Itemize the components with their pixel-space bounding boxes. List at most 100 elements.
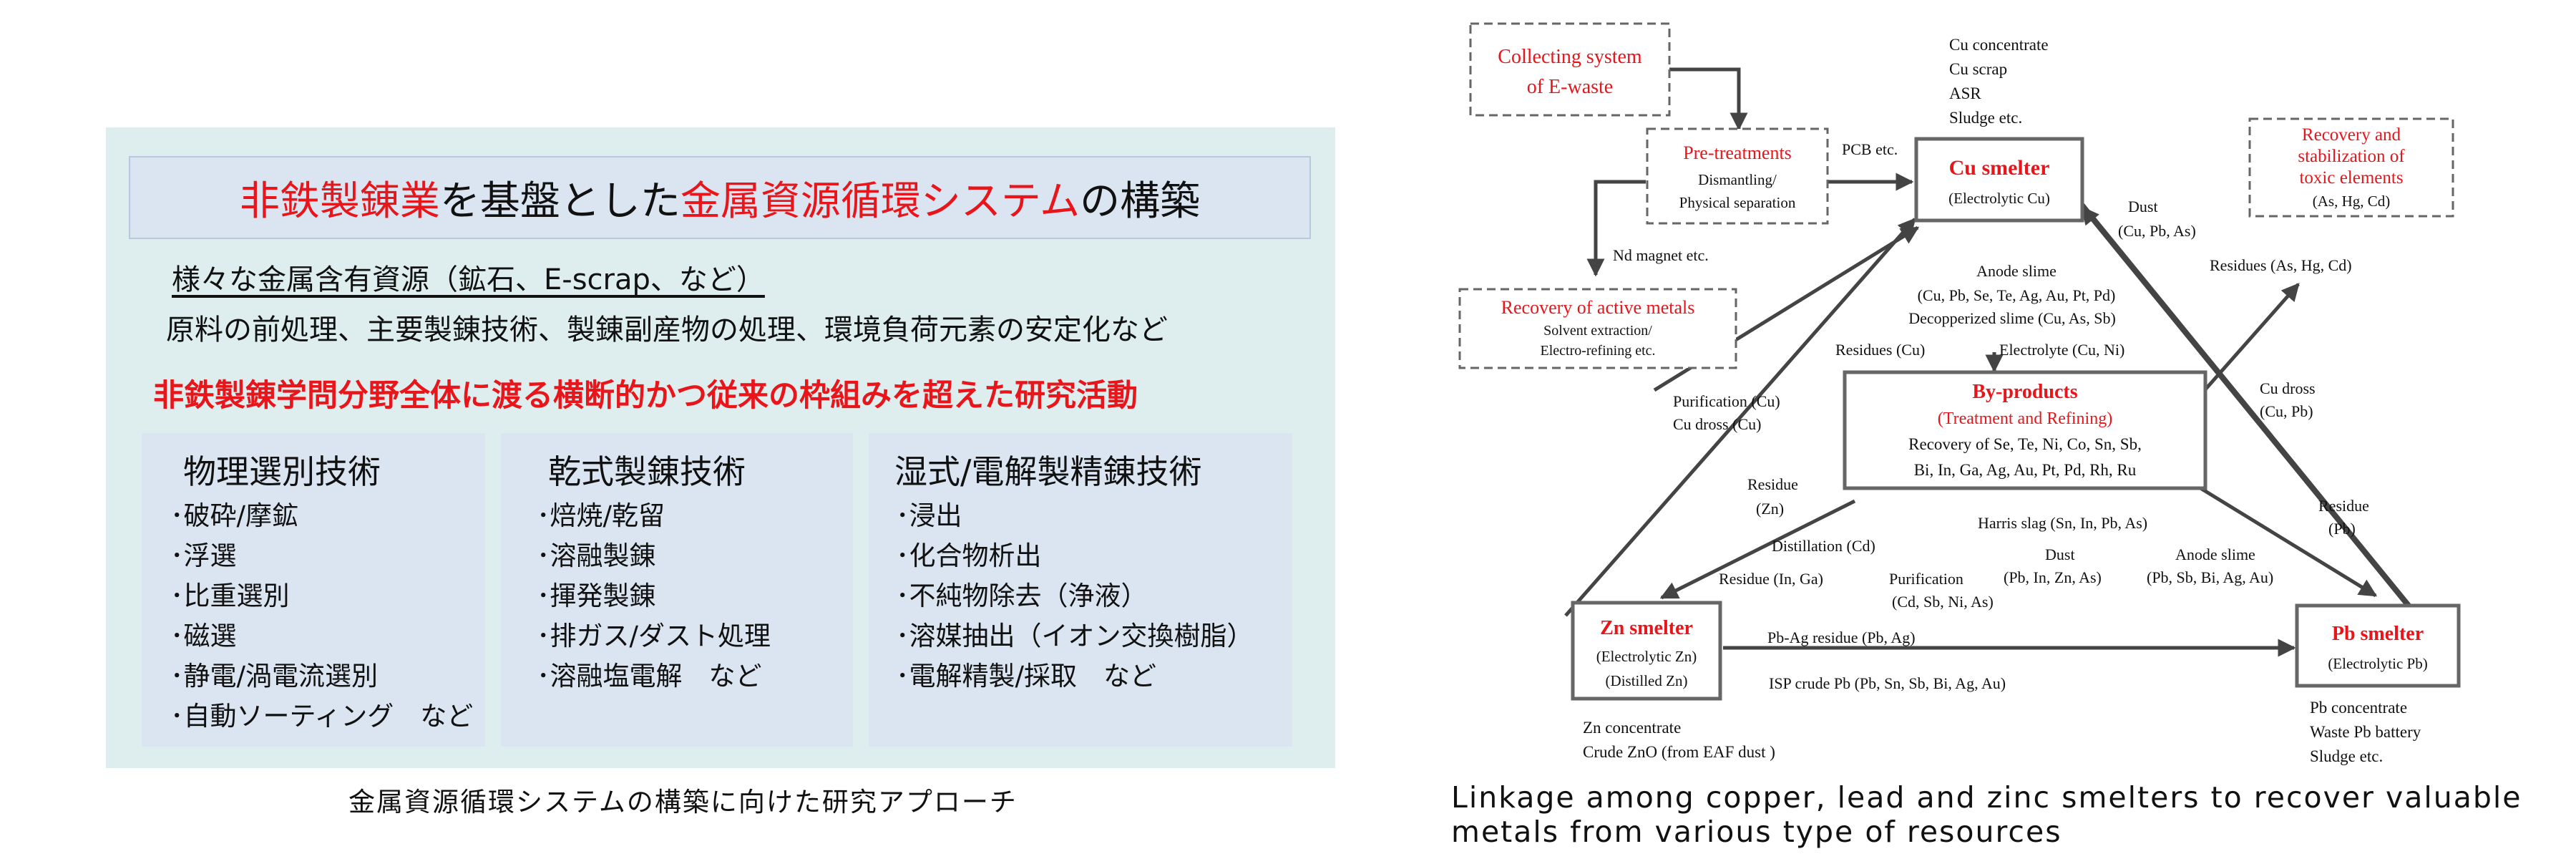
main-title: 非鉄製錬業を基盤とした金属資源循環システムの構築 [129,156,1311,239]
physical-separation-title: 物理選別技術 [183,452,381,491]
active-metals-line1: Solvent extraction/ [1543,323,1652,339]
cu-smelter-title: Cu smelter [1949,156,2050,180]
byproducts-line1: Recovery of Se, Te, Ni, Co, Sn, Sb, [1908,435,2142,453]
distillation-label: Distillation (Cd) [1772,537,1875,555]
list-item: ･溶媒抽出（イオン交換樹脂） [896,621,1254,651]
recovery-toxic-line2: stabilization of [2298,147,2405,166]
pyrometallurgy-box: 乾式製錬技術 ･焙焼/乾留 ･溶融製錬 ･揮発製錬 ･排ガス/ダスト処理 ･溶融… [501,433,853,747]
pyrometallurgy-title: 乾式製錬技術 [548,452,746,491]
arrow-collect-to-pretreat [1667,67,1748,131]
list-item: ･比重選別 [170,581,290,611]
active-metals-box [1458,288,1737,369]
dust-pb-line2: (Pb, In, Zn, As) [2004,568,2102,586]
left-caption: 金属資源循環システムの構築に向けた研究アプローチ [348,787,1018,817]
cu-input-4: Sludge etc. [1949,109,2022,127]
recovery-toxic-line1: Recovery and [2302,125,2401,145]
physical-separation-box: 物理選別技術 ･破砕/摩鉱 ･浮選 ･比重選別 ･磁選 ･静電/渦電流選別 ･自… [142,433,485,747]
pbag-residue-label: Pb-Ag residue (Pb, Ag) [1767,629,1916,646]
list-item: ･揮発製錬 [537,581,656,611]
harris-slag-label: Harris slag (Sn, In, Pb, As) [1978,514,2147,532]
cu-smelter-box [1914,137,2084,223]
right-caption: Linkage among copper, lead and zinc smel… [1451,780,2539,849]
residue-inga-label: Residue (In, Ga) [1719,570,1823,588]
purification-cd-line2: (Cd, Sb, Ni, As) [1892,593,1994,611]
byproducts-sub: (Treatment and Refining) [1938,409,2112,428]
list-item: ･静電/渦電流選別 [170,661,378,691]
anode-slime-pb-line1: Anode slime [2175,545,2255,563]
arrow-cu-to-pb [2059,176,2443,646]
anode-slime-cu-line3: Decopperized slime (Cu, As, Sb) [1908,309,2116,327]
byproducts-box [1843,370,2207,490]
hydro-electro-metallurgy-box: 湿式/電解製精錬技術 ･浸出 ･化合物析出 ･不純物除去（浄液） ･溶媒抽出（イ… [869,433,1292,747]
list-item: ･不純物除去（浄液） [896,581,1148,611]
list-item: ･浮選 [170,540,237,571]
arrow-byproducts-to-zn [1659,499,1856,600]
title-red-1: 非鉄製錬業 [239,178,440,225]
list-item: ･破砕/摩鉱 [170,500,298,531]
pretreatments-box [1646,127,1829,225]
active-metals-line2: Electro-refining etc. [1540,343,1655,359]
resources-line: 様々な金属含有資源（鉱石、E-scrap、など） [172,263,765,296]
list-item: ･溶融製錬 [537,540,656,571]
zn-smelter-box [1571,601,1722,701]
processes-line: 原料の前処理、主要製錬技術、製錬副産物の処理、環境負荷元素の安定化など [166,314,1168,346]
isp-crude-pb-label: ISP crude Pb (Pb, Sn, Sb, Bi, Ag, Au) [1769,674,2006,692]
byproducts-line2: Bi, In, Ga, Ag, Au, Pt, Pd, Rh, Ru [1914,461,2137,479]
title-black-1: を基盤とした [439,178,680,225]
cu-input-3: ASR [1949,84,1981,102]
list-item: ･浸出 [896,500,962,531]
cu-dross-line2: (Cu, Pb) [2260,402,2313,420]
arrow-zn-to-cu [1564,218,1916,617]
list-item: ･焙焼/乾留 [537,500,665,531]
recovery-toxic-line3: toxic elements [2299,168,2403,188]
zn-smelter-sub1: (Electrolytic Zn) [1596,648,1697,665]
zn-input-1: Zn concentrate [1583,719,1681,737]
anode-slime-cu-line1: Anode slime [1976,262,2057,280]
nd-magnet-label: Nd magnet etc. [1613,246,1709,264]
anode-slime-pb-line2: (Pb, Sb, Bi, Ag, Au) [2147,568,2273,586]
list-item: ･溶融塩電解 など [537,661,762,691]
byproducts-title: By-products [1972,381,2077,403]
cu-smelter-sub: (Electrolytic Cu) [1948,190,2050,207]
title-black-2: の構築 [1080,178,1201,225]
pb-smelter-sub: (Electrolytic Pb) [2328,655,2427,672]
list-item: ･電解精製/採取 など [896,661,1156,691]
purification-cu-line1: Purification (Cu) [1673,392,1780,410]
electrolyte-label: Electrolyte (Cu, Ni) [1999,341,2124,359]
zn-smelter-title: Zn smelter [1600,617,1693,639]
collecting-system-box [1469,22,1671,117]
dust-cu-line2: (Cu, Pb, As) [2118,222,2196,240]
residue-pb-line2: (Pb) [2328,520,2356,538]
activity-line: 非鉄製錬学問分野全体に渡る横断的かつ従来の枠組みを超えた研究活動 [153,378,1138,414]
collecting-system-line2: of E-waste [1527,76,1614,98]
smelter-linkage-diagram: Collecting system of E-waste Pre-treatme… [1458,22,2461,765]
right-caption-line1: Linkage among copper, lead and zinc smel… [1451,780,2522,815]
arrow-byproducts-to-pb [2197,485,2378,598]
active-metals-title: Recovery of active metals [1501,297,1695,318]
residues-ashgcd: Residues (As, Hg, Cd) [2210,256,2352,274]
dust-cu-line1: Dust [2128,198,2158,215]
list-item: ･自動ソーティング など [170,701,474,732]
pb-input-2: Waste Pb battery [2310,723,2421,741]
residue-zn-line2: (Zn) [1756,500,1784,518]
zn-smelter-sub2: (Distilled Zn) [1606,672,1688,689]
pb-input-3: Sludge etc. [2310,747,2383,765]
collecting-system-line1: Collecting system [1498,46,1642,68]
title-red-2: 金属資源循環システム [680,178,1080,225]
zn-input-2: Crude ZnO (from EAF dust ) [1583,743,1775,761]
purification-cu-line2: Cu dross (Cu) [1673,415,1761,433]
list-item: ･排ガス/ダスト処理 [537,621,771,651]
arrow-pb-to-cu [2081,206,2434,639]
recovery-toxic-sub: (As, Hg, Cd) [2313,193,2391,210]
cu-dross-line1: Cu dross [2260,379,2316,397]
arrow-pretreat-to-active [1586,180,1646,277]
purification-cd-line1: Purification [1889,570,1963,588]
list-item: ･化合物析出 [896,540,1042,571]
hydro-electro-metallurgy-title: 湿式/電解製精錬技術 [894,452,1202,491]
pretreatments-title: Pre-treatments [1683,142,1792,163]
pcb-label: PCB etc. [1842,140,1898,158]
pretreatments-line1: Dismantling/ [1698,171,1777,188]
list-item: ･磁選 [170,621,237,651]
recovery-toxic-box [2248,117,2454,218]
cu-input-1: Cu concentrate [1949,36,2049,54]
